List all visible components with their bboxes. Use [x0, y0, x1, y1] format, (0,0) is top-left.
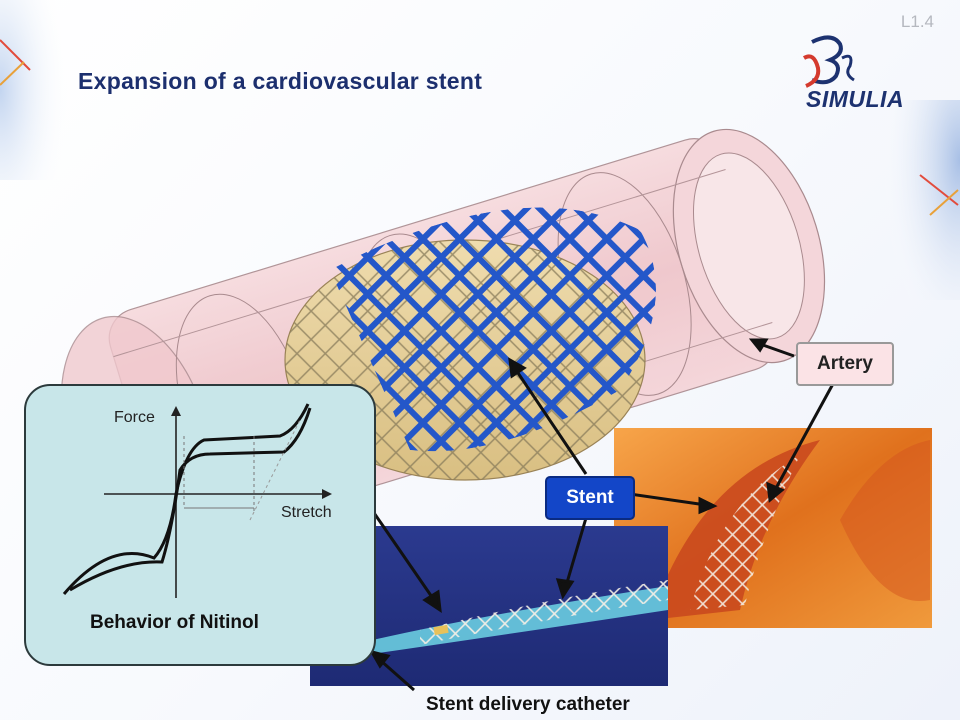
slide-title: Expansion of a cardiovascular stent — [78, 68, 483, 94]
nitinol-behavior-panel — [24, 384, 376, 666]
catheter-label: Stent delivery catheter — [426, 694, 630, 715]
stretch-axis-label: Stretch — [281, 504, 332, 521]
stent-label: Stent — [545, 476, 635, 520]
simulia-logo-text: SIMULIA — [806, 86, 905, 112]
force-axis-label: Force — [114, 409, 155, 426]
artery-label: Artery — [796, 342, 894, 386]
stent-mesh — [330, 207, 656, 452]
unloading-curve — [69, 407, 312, 592]
nitinol-caption: Behavior of Nitinol — [90, 612, 259, 633]
callout-arrows — [368, 338, 836, 692]
ds-logo-icon — [802, 35, 855, 88]
slide-number: L1.4 — [900, 12, 934, 31]
loading-curve — [62, 403, 310, 595]
